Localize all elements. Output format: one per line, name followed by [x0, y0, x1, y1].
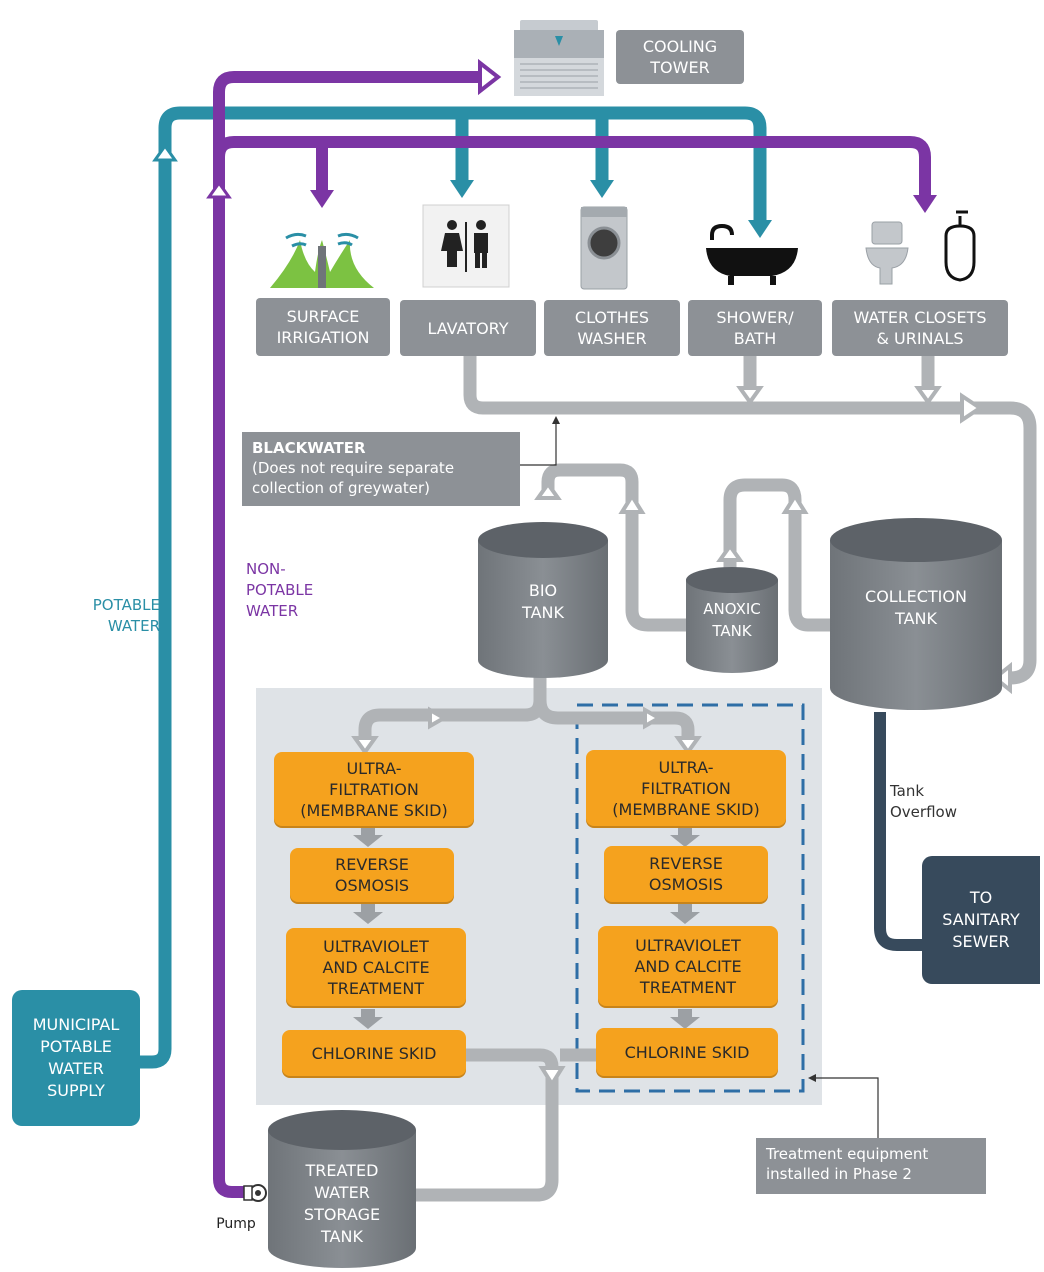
pump-icon	[243, 1184, 267, 1202]
municipal-supply-label: MUNICIPAL POTABLE WATER SUPPLY	[12, 990, 140, 1126]
cooling-tower-icon	[514, 20, 604, 96]
potable-up-arrowhead	[152, 143, 178, 162]
restroom-sign-icon	[422, 204, 510, 288]
ultrafiltration-right: ULTRA- FILTRATION (MEMBRANE SKID)	[586, 750, 786, 826]
shower-bath-label: SHOWER/ BATH	[688, 300, 822, 356]
anoxic-tank-shape	[686, 567, 778, 673]
anoxic-tank-label: ANOXIC TANK	[703, 600, 761, 640]
blackwater-note: BLACKWATER (Does not require separate co…	[242, 432, 520, 506]
non-potable-water-legend: NON- POTABLE WATER	[246, 559, 314, 620]
washing-machine-icon	[580, 206, 628, 290]
blackwater-callout-line	[520, 420, 557, 466]
ultrafiltration-left: ULTRA- FILTRATION (MEMBRANE SKID)	[274, 752, 474, 826]
cooling-tower-label: COOLING TOWER	[616, 30, 744, 84]
overflow-pipe	[874, 712, 925, 951]
blackwater-callout-head	[552, 416, 560, 424]
phase2-callout-line	[812, 1077, 879, 1138]
non-potable-water-pipes	[213, 71, 931, 1198]
arrowhead	[538, 1066, 566, 1088]
recirculation-arrowheads	[351, 480, 809, 756]
greywater-arrowheads	[736, 386, 1012, 695]
pump-label: Pump	[216, 1216, 256, 1232]
blackwater-text: (Does not require separate collection of…	[252, 459, 455, 497]
clothes-washer-label: CLOTHES WASHER	[544, 300, 680, 356]
bio-tank-label: BIO TANK	[522, 581, 564, 622]
treated-tank-shape	[268, 1110, 416, 1268]
bathtub-icon	[706, 223, 798, 285]
treated-water-pipe	[400, 1048, 598, 1202]
sanitary-sewer-label: TO SANITARY SEWER	[922, 856, 1040, 984]
uv-calcite-right: ULTRAVIOLET AND CALCITE TREATMENT	[598, 926, 778, 1006]
blackwater-title: BLACKWATER	[252, 439, 366, 457]
bio-tank-shape	[478, 522, 608, 678]
chlorine-skid-left: CHLORINE SKID	[282, 1030, 466, 1076]
toilet-icon	[865, 221, 909, 285]
uv-calcite-left: ULTRAVIOLET AND CALCITE TREATMENT	[286, 928, 466, 1006]
phase2-dashed-boundary	[575, 703, 805, 1093]
urinal-icon	[944, 210, 976, 282]
potable-arrowheads	[450, 180, 772, 238]
surface-irrigation-label: SURFACE IRRIGATION	[256, 298, 390, 356]
stage-connectors	[353, 827, 700, 1029]
phase2-callout-head	[808, 1074, 816, 1082]
tank-overflow-label: Tank Overflow	[890, 782, 957, 821]
water-closets-label: WATER CLOSETS & URINALS	[832, 300, 1008, 356]
reverse-osmosis-left: REVERSE OSMOSIS	[290, 848, 454, 902]
potable-water-legend: POTABLE WATER	[92, 596, 160, 635]
non-potable-arrowheads	[310, 58, 937, 213]
treated-tank-label: TREATED WATER STORAGE TANK	[303, 1161, 381, 1246]
non-potable-up-arrowhead	[206, 180, 232, 199]
collection-tank-shape	[830, 518, 1002, 710]
greywater-pipes	[463, 355, 1037, 685]
lavatory-label: LAVATORY	[400, 300, 536, 356]
recirculation-pipes	[358, 463, 832, 745]
sprinkler-icon	[270, 232, 374, 288]
phase2-note: Treatment equipment installed in Phase 2	[756, 1138, 986, 1194]
chlorine-skid-right: CHLORINE SKID	[596, 1028, 778, 1076]
reverse-osmosis-right: REVERSE OSMOSIS	[604, 846, 768, 902]
collection-tank-label: COLLECTION TANK	[865, 587, 967, 628]
